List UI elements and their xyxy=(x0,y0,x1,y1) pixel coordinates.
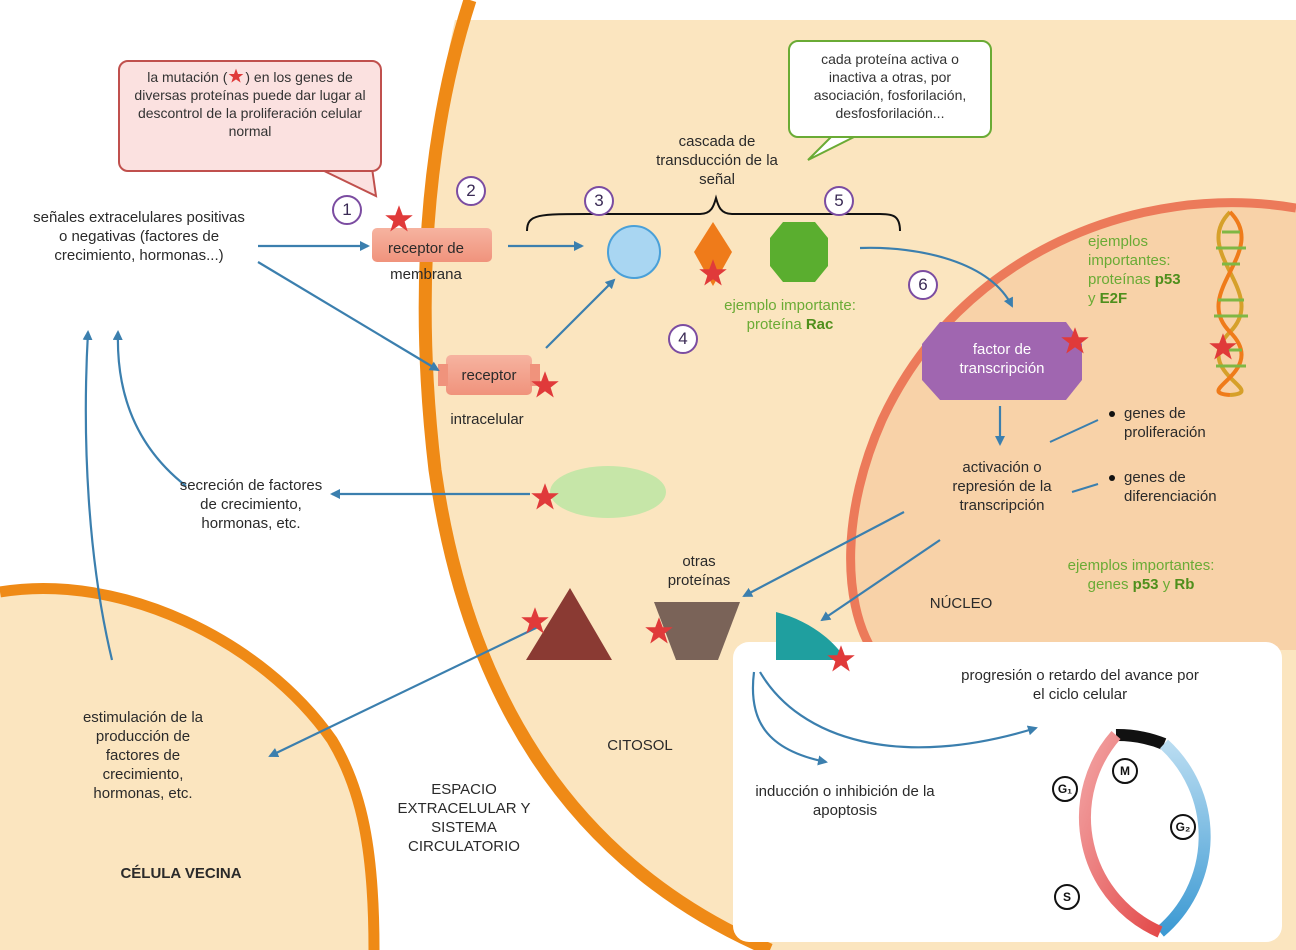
wedge-protein xyxy=(776,612,846,660)
mutation-star-icon xyxy=(827,645,855,672)
secreted-protein xyxy=(550,466,666,518)
cycle-panel xyxy=(733,642,1282,942)
membrane-receptor-label: receptor de membrana xyxy=(388,240,464,283)
intracellular-receptor-label: receptor xyxy=(461,367,517,384)
protein-circle xyxy=(607,225,661,279)
triangle-protein xyxy=(526,588,612,660)
other-proteins-label: otras proteínas xyxy=(667,553,731,589)
extracellular-space-label: ESPACIO EXTRACELULAR Y SISTEMA CIRCULATO… xyxy=(397,781,531,855)
cascade-note-callout: cada proteína activa o inactiva a otras,… xyxy=(788,40,992,138)
cell-cycle-label: progresión o retardo del avance por el c… xyxy=(961,667,1199,703)
step-5-badge: 5 xyxy=(824,186,854,216)
rac-example-label: ejemplo importante: proteína Rac xyxy=(690,296,890,334)
secretion-label: secreción de factores de crecimiento, ho… xyxy=(179,477,323,532)
mutation-star-icon xyxy=(645,617,673,644)
cascade-brace xyxy=(526,194,901,232)
mutation-star-icon xyxy=(385,205,413,232)
tf-example-and: y xyxy=(1088,290,1096,307)
tf-example-e2f: E2F xyxy=(1099,290,1128,307)
genes-example-and: y xyxy=(1162,576,1171,593)
step-1-badge: 1 xyxy=(332,195,362,225)
mutation-star-icon xyxy=(531,371,559,398)
genes-example-p53: p53 xyxy=(1132,576,1159,593)
tf-example-text: ejemplos importantes: proteínas xyxy=(1088,233,1171,288)
rac-example-line-2: proteína xyxy=(746,316,802,333)
cascade-label: cascada de transducción de la señal xyxy=(656,133,778,188)
mutation-star-icon xyxy=(229,68,244,83)
mutation-star-icon xyxy=(531,483,559,510)
nucleus-label: NÚCLEO xyxy=(929,595,993,612)
phase-s-badge: S xyxy=(1054,884,1080,910)
step-6-badge: 6 xyxy=(908,270,938,300)
dna-helix-icon xyxy=(1214,210,1248,397)
protein-diamond xyxy=(694,222,732,286)
rac-example-name: Rac xyxy=(805,316,834,333)
neighbor-cell-label: CÉLULA VECINA xyxy=(120,865,242,882)
step-3-badge: 3 xyxy=(584,186,614,216)
cell-cycle-icon xyxy=(1078,728,1211,938)
mutation-star-icon xyxy=(699,259,727,286)
membrane-receptor-shape xyxy=(372,228,492,262)
trapezoid-protein xyxy=(654,602,740,660)
phase-g2-badge: G₂ xyxy=(1170,814,1196,840)
tf-example-p53: p53 xyxy=(1154,271,1181,288)
extracellular-signals-label: señales extracelulares positivas o negat… xyxy=(33,209,245,264)
intracellular-receptor-shape xyxy=(446,355,532,395)
tf-example-label: ejemplos importantes: proteínas p53 y E2… xyxy=(1088,232,1188,308)
step-2-badge: 2 xyxy=(456,176,486,206)
phase-g1-badge: G₁ xyxy=(1052,776,1078,802)
mutation-callout-text-end: ) en los genes de diversas proteínas pue… xyxy=(134,69,366,139)
rac-example-line-1: ejemplo importante: xyxy=(724,297,856,314)
phase-m-badge: M xyxy=(1112,758,1138,784)
neighbor-cell xyxy=(0,586,372,950)
mutation-star-icon xyxy=(1209,333,1237,360)
intracellular-receptor-label-2: intracelular xyxy=(450,411,524,428)
cytosol-label: CITOSOL xyxy=(607,737,673,754)
mutation-star-icon xyxy=(1061,327,1089,354)
genes-example-text: ejemplos importantes: genes xyxy=(1067,557,1215,593)
nucleus-membrane xyxy=(846,198,1296,653)
neighbor-stimulation-label: estimulación de la producción de factore… xyxy=(82,709,204,802)
proliferation-genes-label: genes de proliferación xyxy=(1124,405,1206,441)
differentiation-genes-label: genes de diferenciación xyxy=(1124,469,1217,505)
transcription-factor-label: factor de transcripción xyxy=(959,341,1045,377)
step-4-badge: 4 xyxy=(668,324,698,354)
transcription-activation-label: activación o represión de la transcripci… xyxy=(952,459,1052,514)
transcription-factor-shape xyxy=(922,322,1082,400)
genes-example-rb: Rb xyxy=(1174,576,1195,593)
protein-octagon xyxy=(770,222,828,282)
mutation-callout-text-start: la mutación ( xyxy=(147,69,228,85)
mutation-callout: la mutación () en los genes de diversas … xyxy=(118,60,382,172)
genes-example-label: ejemplos importantes: genes p53 y Rb xyxy=(1046,556,1236,594)
apoptosis-label: inducción o inhibición de la apoptosis xyxy=(755,783,935,819)
mutation-star-icon xyxy=(521,607,549,634)
